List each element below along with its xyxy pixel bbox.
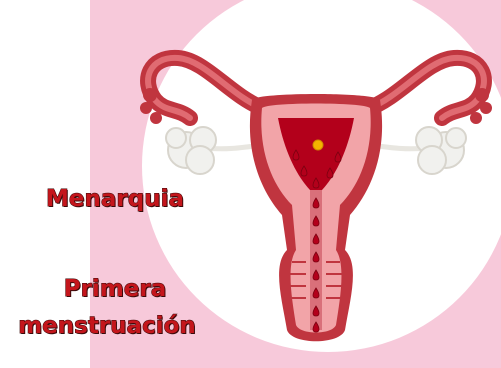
subtitle-line1: Primera — [20, 276, 210, 302]
egg-cell-icon — [313, 140, 323, 150]
subtitle-line2: menstruación — [0, 313, 214, 339]
right-ovary-icon — [416, 127, 466, 174]
left-ovary-icon — [166, 127, 216, 174]
title-menarquia: Menarquia — [30, 186, 200, 212]
